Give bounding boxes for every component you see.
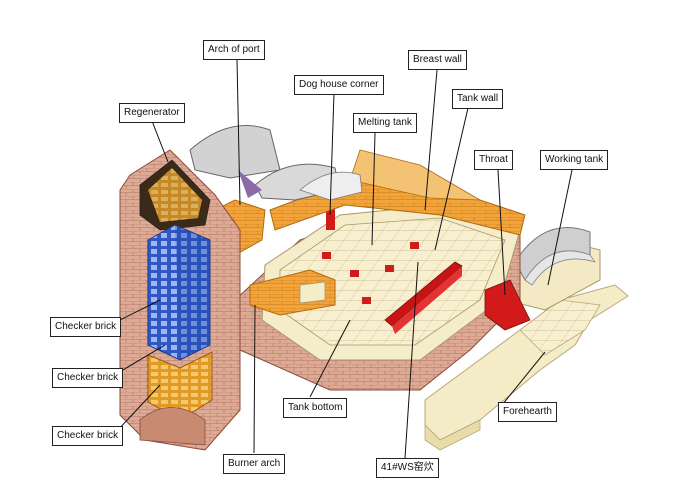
label-forehearth: Forehearth: [498, 402, 557, 422]
label-caption: 41#WS窑炊: [376, 458, 439, 478]
leader-lines: [113, 59, 573, 459]
label-throat: Throat: [474, 150, 513, 170]
label-arch-of-port: Arch of port: [203, 40, 265, 60]
label-breast-wall: Breast wall: [408, 50, 467, 70]
label-tank-bottom: Tank bottom: [283, 398, 348, 418]
label-burner-arch: Burner arch: [223, 454, 286, 474]
label-working-tank: Working tank: [540, 150, 609, 170]
label-checker-brick-1: Checker brick: [50, 317, 122, 337]
label-checker-brick-3: Checker brick: [52, 426, 124, 446]
melting-tank-structure: [234, 200, 531, 391]
label-tank-wall: Tank wall: [452, 89, 504, 109]
working-tank-structure: [504, 227, 601, 311]
label-checker-brick-2: Checker brick: [52, 368, 124, 388]
regenerator-structure: [119, 149, 241, 451]
label-dog-house-corner: Dog house corner: [294, 75, 384, 95]
label-melting-tank: Melting tank: [353, 113, 417, 133]
port-arches: [189, 125, 363, 201]
label-regenerator: Regenerator: [119, 103, 185, 123]
